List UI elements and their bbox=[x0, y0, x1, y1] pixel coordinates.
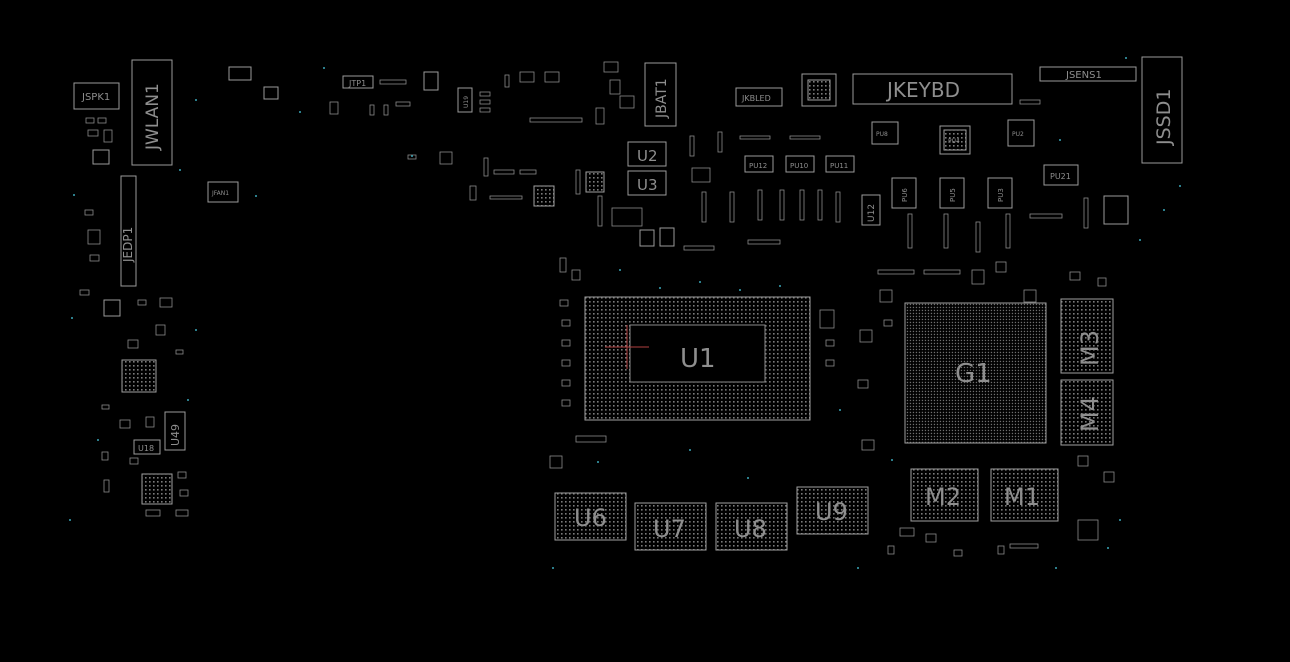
u12-label: U12 bbox=[867, 204, 877, 222]
u3-outline[interactable] bbox=[627, 170, 667, 196]
pu10-label: PU10 bbox=[790, 162, 808, 170]
pu-ic-top[interactable] bbox=[801, 73, 837, 107]
u6-outline[interactable] bbox=[554, 492, 627, 541]
small-part bbox=[263, 86, 279, 100]
jedp1-outline[interactable] bbox=[120, 175, 137, 287]
jkeybd-label: JKEYBD bbox=[885, 78, 960, 102]
m2-outline[interactable] bbox=[910, 468, 979, 522]
u3-label: U3 bbox=[637, 176, 658, 194]
vias bbox=[69, 57, 1181, 569]
pu8-outline[interactable] bbox=[871, 121, 899, 145]
jssd1-label: JSSD1 bbox=[1153, 89, 1175, 146]
jedp1-label: JEDP1 bbox=[121, 227, 135, 263]
jwlan1-label: JWLAN1 bbox=[143, 83, 163, 151]
g1-outline[interactable] bbox=[904, 302, 1047, 444]
left-passives bbox=[79, 117, 189, 517]
jtp1-label: JTP1 bbox=[348, 79, 366, 88]
battery-area: JBAT1 U2 U3 bbox=[533, 62, 711, 247]
jkeybd-outline[interactable] bbox=[852, 73, 1013, 105]
jfan1-label: JFAN1 bbox=[211, 190, 229, 197]
pu3-label: PU3 bbox=[997, 188, 1005, 202]
misc-passives bbox=[549, 257, 1115, 557]
u6-label: U6 bbox=[574, 504, 607, 532]
gpu-g1[interactable]: G1 bbox=[904, 302, 1047, 444]
jspk1-label: JSPK1 bbox=[81, 92, 110, 103]
u9-label: U9 bbox=[815, 498, 848, 526]
jwlan1-outline[interactable] bbox=[131, 59, 173, 166]
jkbled-label: JKBLED bbox=[741, 94, 771, 103]
m4-label: M4 bbox=[1076, 396, 1104, 432]
pu21-outline[interactable] bbox=[1043, 164, 1079, 186]
pu6-label: PU6 bbox=[901, 188, 909, 202]
jsens1-label: JSENS1 bbox=[1065, 70, 1102, 81]
pu3-outline[interactable] bbox=[987, 177, 1013, 209]
u7-label: U7 bbox=[653, 515, 686, 543]
u7-outline[interactable] bbox=[634, 502, 707, 551]
pu11-outline[interactable] bbox=[825, 155, 855, 173]
m4-outline[interactable] bbox=[1060, 379, 1114, 446]
pu8-label: PU8 bbox=[876, 131, 888, 138]
jfan1-outline[interactable] bbox=[207, 181, 239, 203]
u18-label: U18 bbox=[138, 444, 154, 453]
vertical-passives bbox=[683, 99, 1089, 275]
u2-outline[interactable] bbox=[627, 141, 667, 167]
m3-outline[interactable] bbox=[1060, 298, 1114, 374]
small-bga-2[interactable] bbox=[585, 171, 605, 193]
left-ic-2[interactable] bbox=[141, 473, 173, 505]
jspk1-outline[interactable] bbox=[73, 82, 120, 110]
jkbled-outline[interactable] bbox=[735, 87, 783, 107]
pu10-outline[interactable] bbox=[785, 155, 815, 173]
small-connector bbox=[228, 66, 252, 81]
pu11-label: PU11 bbox=[830, 162, 848, 170]
jbat1-outline[interactable] bbox=[644, 62, 677, 127]
pu12-label: PU12 bbox=[749, 162, 767, 170]
m3-label: M3 bbox=[1076, 330, 1104, 366]
u18-outline[interactable] bbox=[133, 439, 161, 455]
left-ic-1[interactable] bbox=[121, 359, 157, 393]
pu12-outline[interactable] bbox=[744, 155, 774, 173]
right-ic-outline[interactable] bbox=[1103, 195, 1129, 225]
left-cluster: JSPK1 JWLAN1 JEDP1 JFAN1 U49 bbox=[73, 59, 279, 517]
g1-label: G1 bbox=[955, 359, 992, 389]
u2-label: U2 bbox=[637, 147, 658, 165]
keyboard-area: JKBLED JKEYBD JSENS1 JSSD1 PU12 PU10 PU1… bbox=[683, 56, 1183, 275]
pu5-label: PU5 bbox=[949, 188, 957, 202]
u49-outline[interactable] bbox=[164, 411, 186, 451]
pu4-label: PU4 bbox=[948, 138, 960, 145]
u12-outline[interactable] bbox=[861, 194, 881, 226]
jsens1-outline[interactable] bbox=[1039, 66, 1137, 82]
pu5-outline[interactable] bbox=[939, 177, 965, 209]
u8-outline[interactable] bbox=[715, 502, 788, 551]
jssd1-outline[interactable] bbox=[1141, 56, 1183, 164]
jtp1-outline[interactable] bbox=[342, 75, 374, 89]
m2-label: M2 bbox=[925, 483, 961, 511]
m1-outline[interactable] bbox=[990, 468, 1059, 522]
u9-outline[interactable] bbox=[796, 486, 869, 535]
small-bga-1[interactable] bbox=[533, 185, 555, 207]
u49-label: U49 bbox=[169, 424, 182, 446]
m1-label: M1 bbox=[1004, 483, 1040, 511]
pu2-label: PU2 bbox=[1012, 131, 1024, 138]
cpu-u1[interactable]: U1 bbox=[584, 296, 811, 421]
u8-label: U8 bbox=[734, 515, 767, 543]
bottom-chips: U6 U7 U8 U9 bbox=[554, 486, 869, 551]
top-middle-cluster: JTP1 U19 bbox=[329, 61, 635, 201]
pu4-outline[interactable] bbox=[939, 125, 971, 155]
pu21-label: PU21 bbox=[1050, 172, 1071, 181]
pu2-outline[interactable] bbox=[1007, 119, 1035, 147]
pu6-outline[interactable] bbox=[891, 177, 917, 209]
u1-label: U1 bbox=[680, 344, 716, 374]
memory-chips: M3 M4 M2 M1 bbox=[910, 298, 1114, 522]
svg-text:U19: U19 bbox=[463, 96, 470, 108]
jbat1-label: JBAT1 bbox=[654, 78, 670, 119]
